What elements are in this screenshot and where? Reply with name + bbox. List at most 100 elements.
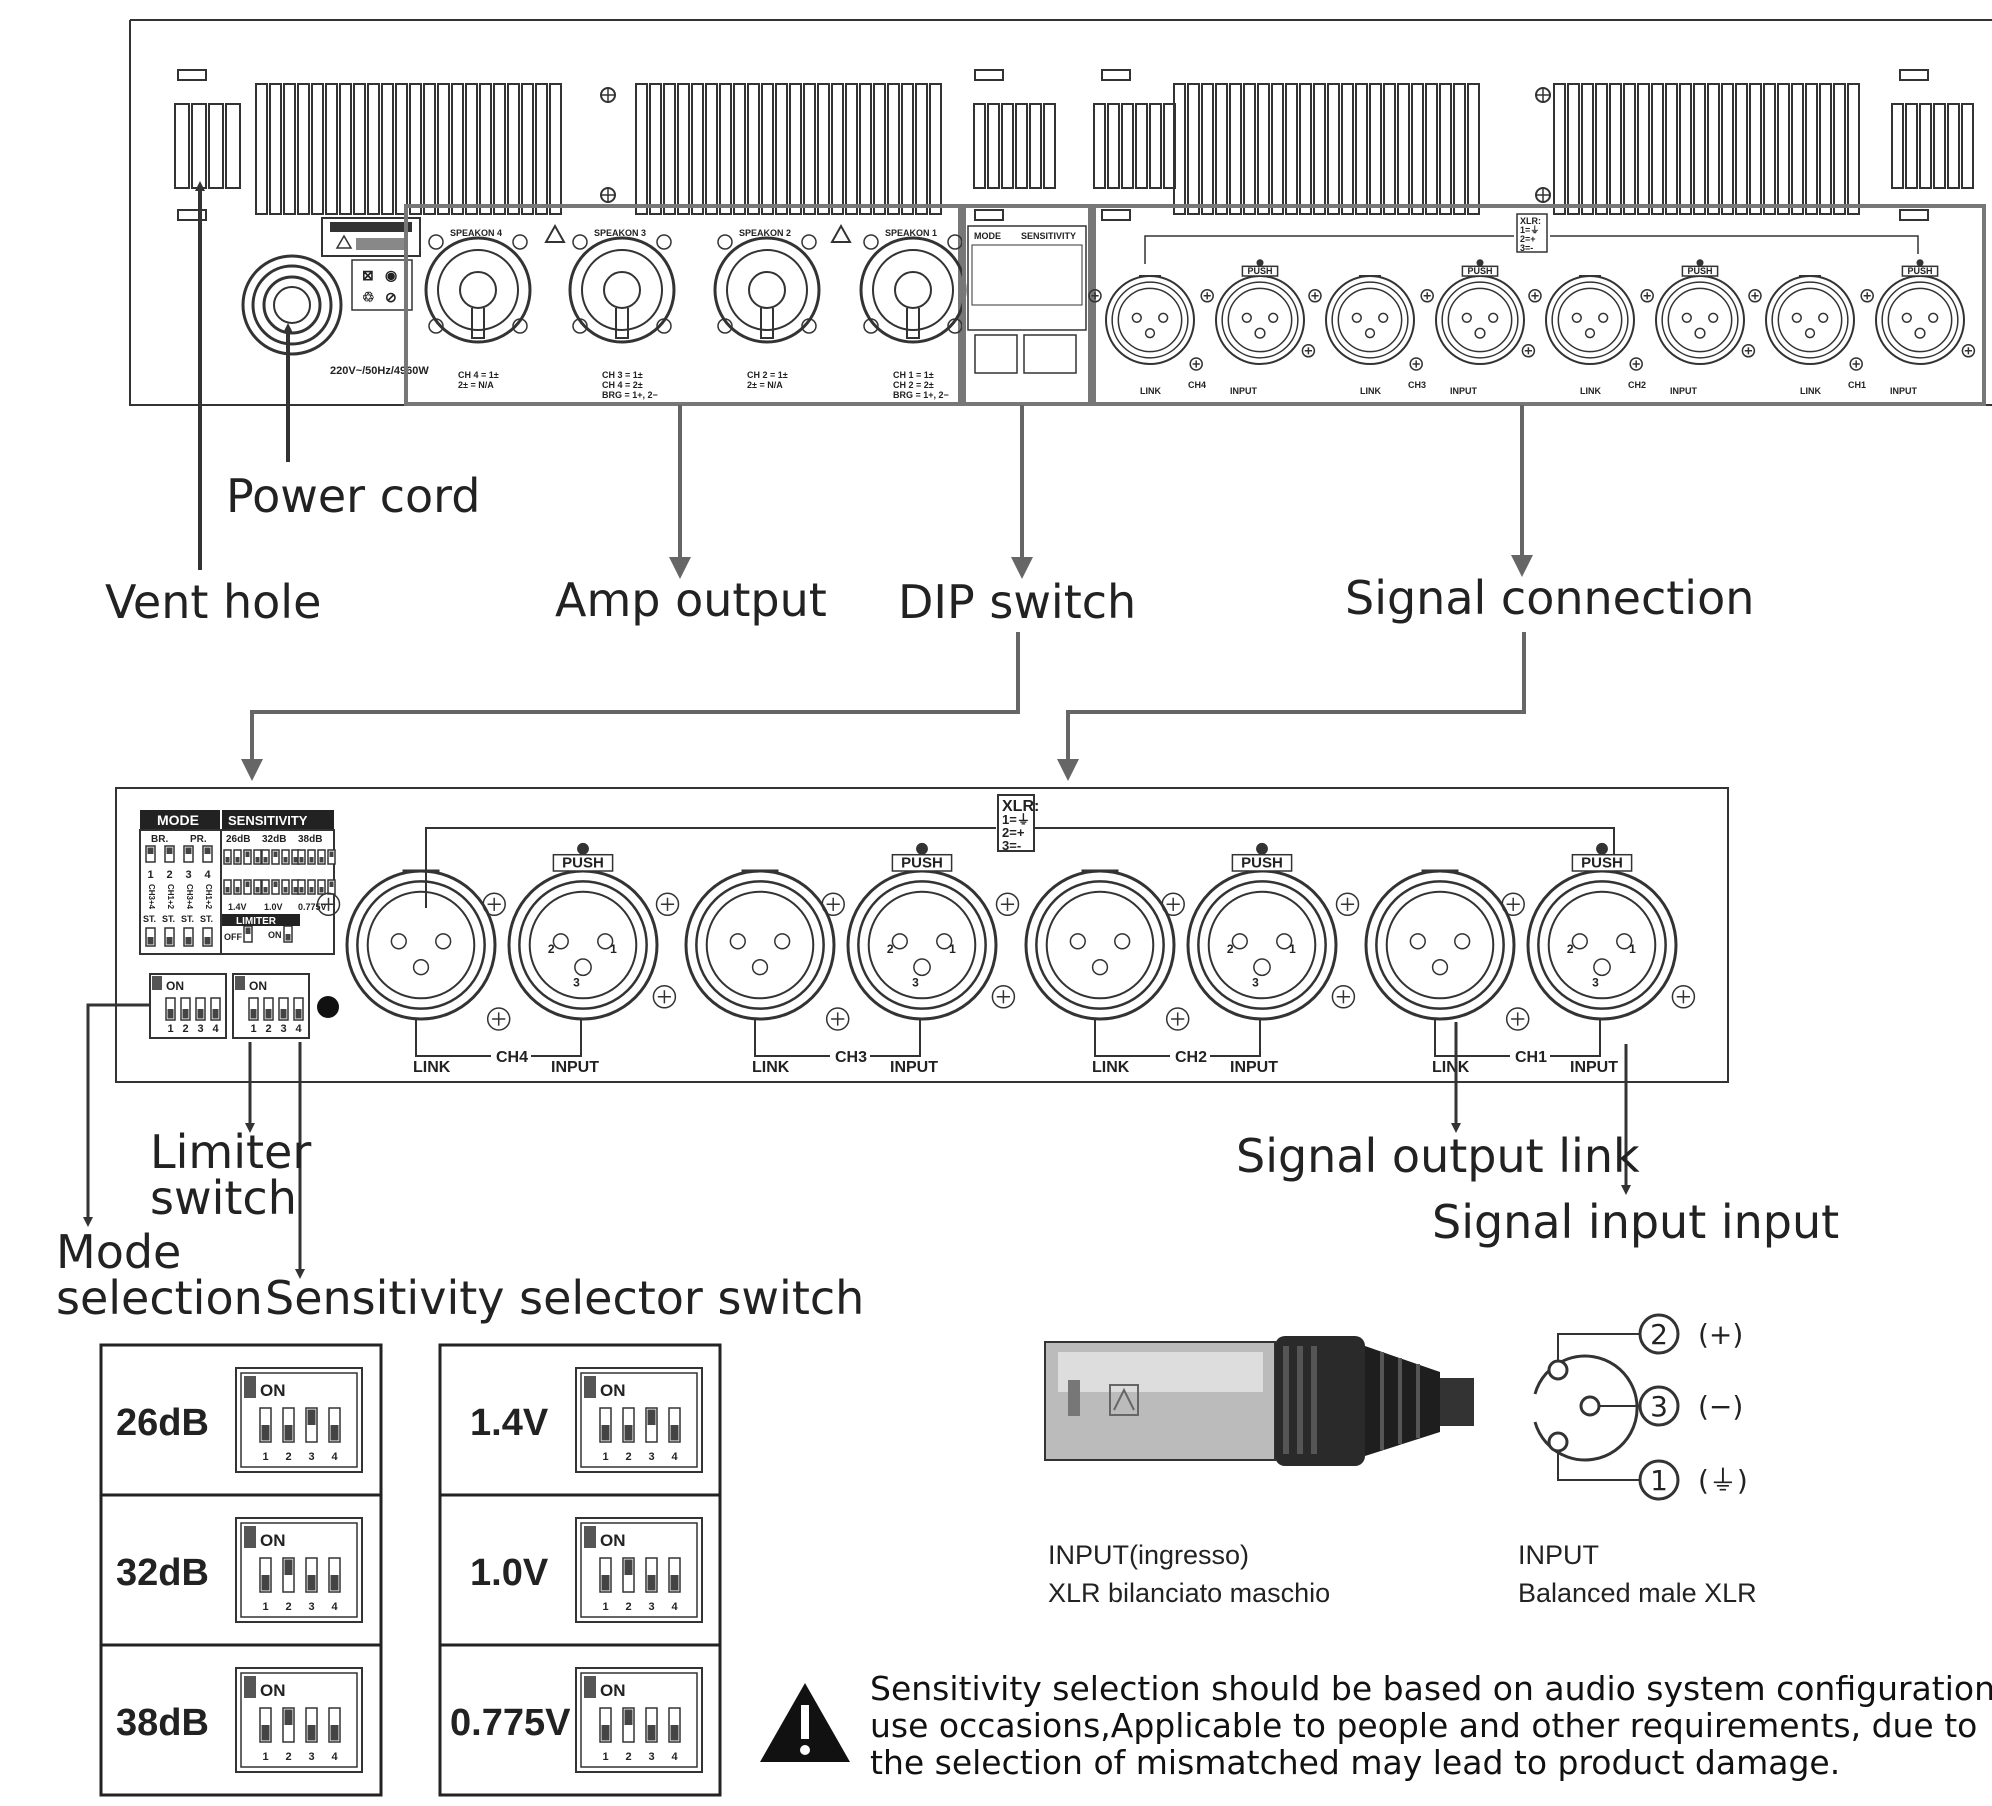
speakon-screw	[717, 234, 733, 250]
limiter-sensitivity-dip-switch[interactable]: ON	[232, 973, 310, 1039]
vent-slot	[1439, 83, 1452, 215]
xlr-face	[1777, 287, 1843, 353]
panel-screws	[600, 87, 1551, 203]
vent-slot	[1891, 103, 1904, 189]
table-dip-inner	[580, 1372, 698, 1468]
channel-bracket	[415, 1020, 582, 1057]
dip-number: 1	[250, 1023, 256, 1035]
speakon-screw	[428, 234, 444, 250]
speakon-center	[894, 271, 932, 309]
dip-number: 3	[648, 1601, 654, 1613]
dip-lever-knob	[293, 887, 298, 893]
xlr-screw-cross	[1340, 897, 1355, 911]
xlr-screw	[1161, 892, 1185, 917]
xlr-female-link	[1024, 869, 1176, 1021]
xlr-pin	[1378, 312, 1389, 323]
vent-slot	[1467, 83, 1480, 215]
link-label: LINK	[1580, 386, 1601, 396]
xlr-pin-number: 3	[1252, 975, 1259, 989]
xlr-pin	[552, 933, 569, 950]
dip-lever-knob	[295, 1009, 302, 1019]
xlr-pin	[1571, 933, 1588, 950]
xlr-face	[366, 890, 476, 1000]
dip-number: 4	[331, 1451, 338, 1463]
voltage-1-0v-label: 1.0V	[470, 1552, 549, 1594]
speakon-outer-ring	[424, 236, 532, 344]
xlr-screw	[1505, 1007, 1530, 1031]
dip-lever-knob	[245, 927, 251, 934]
xlr-pin-number: 1	[949, 942, 956, 956]
dip-switch-callout: DIP switch	[898, 575, 1136, 629]
vent-tab	[177, 69, 207, 81]
dip-lever-knob	[299, 887, 304, 893]
speakon-note: CH 2 = 1±	[747, 370, 788, 380]
table-dip-on-label: ON	[600, 1531, 626, 1550]
xlr-label-it-2: XLR bilanciato maschio	[1048, 1578, 1330, 1608]
xlr-male-input	[507, 869, 659, 1021]
xlr-ring	[518, 880, 648, 1010]
xlr-screw	[1308, 289, 1322, 303]
channel-label: CH3	[835, 1049, 867, 1066]
xlr-pin-number: 2	[1227, 942, 1234, 956]
vent-slot	[1313, 83, 1326, 215]
dip-lever-knob	[280, 1009, 287, 1019]
dip-lever-knob	[255, 857, 260, 863]
rear-panel: ⊠◉ ♲⊘ 220V~/50Hz/4960W SPEAKON 4CH 4 = 1…	[129, 19, 1992, 406]
xlr-push-dot	[577, 842, 589, 855]
dip-number: 2	[625, 1451, 631, 1463]
speakon-screw	[572, 234, 588, 250]
xlr-ring	[857, 880, 987, 1010]
xlr-screw	[1501, 892, 1525, 917]
xlr-screw-cross	[492, 1012, 506, 1026]
dip-lever-knob	[147, 847, 154, 854]
dip-lever-knob	[283, 857, 288, 863]
dip-lever-knob	[285, 934, 291, 941]
xlr-push-tab	[1461, 265, 1499, 277]
svg-text:ST.: ST.	[181, 914, 194, 924]
xlr-screw	[1189, 357, 1203, 371]
dip-lever-knob	[307, 1575, 316, 1591]
mode-selection-callout-2: selection	[56, 1271, 263, 1325]
xlr-screw	[1200, 289, 1214, 303]
xlr-pin	[1593, 958, 1611, 977]
dip-lever-knob	[185, 847, 192, 854]
xlr-screw	[1409, 357, 1423, 371]
svg-text:XLR:: XLR:	[1520, 216, 1541, 226]
xlr-screw-cross	[1506, 897, 1520, 911]
dip-number: 1	[602, 1601, 608, 1613]
pin-1-sign: (⏚)	[1698, 1464, 1748, 1497]
speakon-note: CH 4 = 1±	[458, 370, 499, 380]
xlr-wire	[1144, 235, 1919, 264]
link-label: LINK	[1800, 386, 1821, 396]
vent-slot	[423, 83, 436, 215]
speakon-note: 2± = N/A	[458, 380, 494, 390]
dip-lever-knob	[624, 1559, 633, 1575]
table-dip-marker	[584, 1376, 596, 1398]
xlr-face	[1887, 287, 1953, 353]
vent-slot	[535, 83, 548, 215]
table-dip-on-label: ON	[600, 1381, 626, 1400]
table-dip-inner	[240, 1522, 358, 1618]
xlr-pin	[574, 958, 592, 977]
dip-lever-knob	[182, 1009, 189, 1019]
dip-lever-knob	[197, 1009, 204, 1019]
svg-text:XLR:: XLR:	[1002, 798, 1039, 815]
push-label: PUSH	[1467, 266, 1492, 276]
vent-slot	[339, 83, 352, 215]
channel-label: CH4	[1188, 380, 1206, 390]
dip-lever-knob	[166, 937, 173, 945]
vent-slot	[1847, 83, 1860, 215]
vent-slot	[1243, 83, 1256, 215]
vent-slot	[1271, 83, 1284, 215]
dip-number: 2	[182, 1023, 188, 1035]
xlr-screw-cross	[831, 1012, 845, 1026]
vent-slot	[663, 83, 676, 215]
xlr-screw-cross	[1676, 990, 1690, 1004]
vent-slot	[1581, 83, 1594, 215]
dip-lever-knob	[212, 1009, 219, 1019]
voltage-1-4v-label: 1.4V	[470, 1402, 549, 1444]
xlr-ring	[1661, 281, 1739, 359]
vent-slot	[803, 83, 816, 215]
mode-selection-callout-1: Mode	[56, 1225, 181, 1279]
